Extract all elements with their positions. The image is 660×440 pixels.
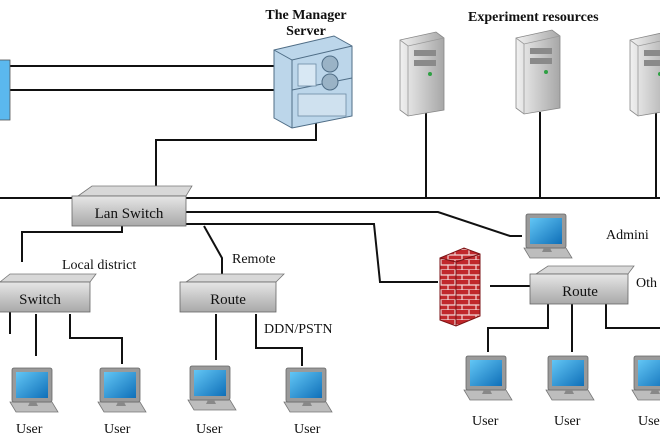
- lan-switch: Lan Switch: [71, 185, 193, 227]
- user-label-3: User: [196, 422, 223, 437]
- remote-label: Remote: [232, 252, 276, 267]
- user-label-2: User: [104, 422, 131, 437]
- connection-lines: [0, 65, 660, 366]
- manager-server-label: The Manager Server: [265, 8, 347, 39]
- route-right-label: Route: [562, 284, 598, 300]
- user-monitor-3: [187, 365, 237, 411]
- ddn-pstn-label: DDN/PSTN: [264, 322, 333, 337]
- admin-monitor: [523, 213, 573, 259]
- user-monitor-1: [9, 367, 59, 413]
- right-route: Route: [529, 265, 635, 305]
- user-monitor-4: [283, 367, 333, 413]
- experiment-server-1: [399, 31, 445, 117]
- local-switch: Switch: [0, 273, 97, 313]
- user-label-4: User: [294, 422, 321, 437]
- firewall: [439, 247, 481, 327]
- user-monitor-6: [545, 355, 595, 401]
- experiment-server-3: [629, 31, 660, 117]
- admin-label-partial: Admini: [606, 228, 649, 243]
- partial-monitor-left: [0, 59, 11, 121]
- switch-label: Switch: [19, 292, 61, 308]
- user-monitor-7: [631, 355, 660, 401]
- remote-route: Route: [179, 273, 285, 313]
- experiment-server-2: [515, 29, 561, 115]
- user-monitor-5: [463, 355, 513, 401]
- manager-server: [273, 35, 353, 129]
- route-remote-label: Route: [210, 292, 246, 308]
- user-label-5: User: [472, 414, 499, 429]
- lan-switch-label: Lan Switch: [95, 206, 164, 222]
- other-label-partial: Oth: [636, 276, 657, 291]
- experiment-resources-label: Experiment resources: [468, 10, 599, 25]
- user-label-6: User: [554, 414, 581, 429]
- user-monitor-2: [97, 367, 147, 413]
- local-district-label: Local district: [62, 258, 137, 273]
- user-label-7: User: [638, 414, 660, 429]
- user-label-1: User: [16, 422, 43, 437]
